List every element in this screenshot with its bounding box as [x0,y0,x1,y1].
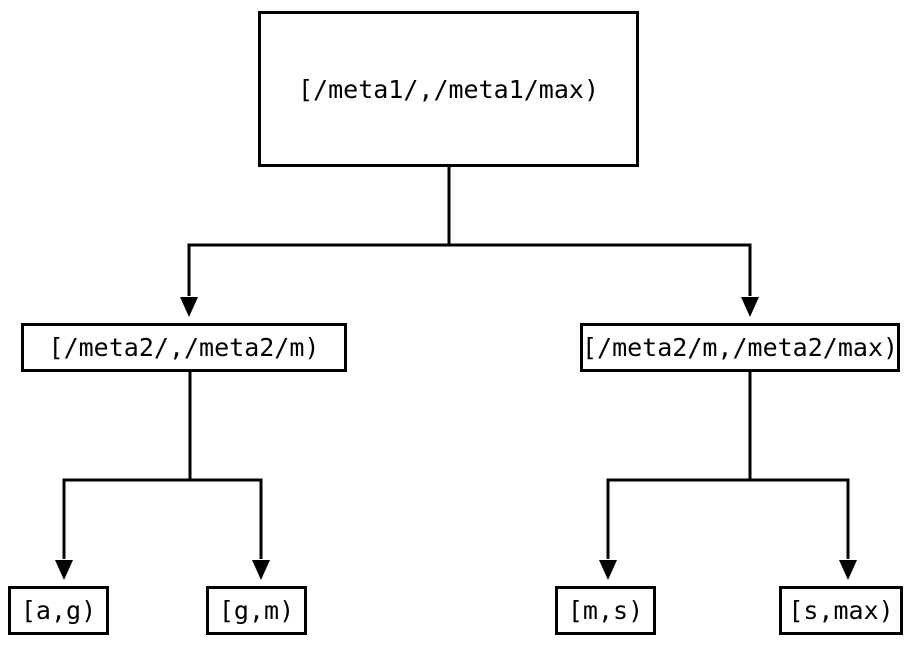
tree-node-leaf-a-g[interactable]: [a,g) [8,586,109,635]
tree-node-label: [s,max) [788,596,894,625]
tree-node-mid-left[interactable]: [/meta2/,/meta2/m) [21,323,347,372]
tree-node-leaf-g-m[interactable]: [g,m) [206,586,307,635]
arrowhead-icon [55,560,73,580]
arrowhead-icon [180,297,198,317]
arrowhead-icon [252,560,270,580]
tree-node-leaf-s-max[interactable]: [s,max) [779,586,903,635]
tree-node-mid-right[interactable]: [/meta2/m,/meta2/max) [580,323,900,372]
edge-mid-left-to-g-m [188,478,270,580]
edge-mid-right-to-s-max [748,478,857,580]
tree-node-label: [g,m) [218,596,295,625]
tree-node-label: [m,s) [567,596,644,625]
edge-root-to-mid-left [180,167,451,317]
edge-mid-right-to-m-s [599,372,752,580]
tree-node-label: [a,g) [20,596,97,625]
tree-node-label: [/meta2/m,/meta2/max) [581,333,899,362]
edge-root-to-mid-right [447,243,759,317]
tree-node-label: [/meta1/,/meta1/max) [297,74,600,104]
arrowhead-icon [599,560,617,580]
arrowhead-icon [839,560,857,580]
tree-node-leaf-m-s[interactable]: [m,s) [555,586,656,635]
tree-node-label: [/meta2/,/meta2/m) [48,333,320,362]
edge-mid-left-to-a-g [55,372,192,580]
arrowhead-icon [741,297,759,317]
tree-node-root[interactable]: [/meta1/,/meta1/max) [258,11,639,167]
